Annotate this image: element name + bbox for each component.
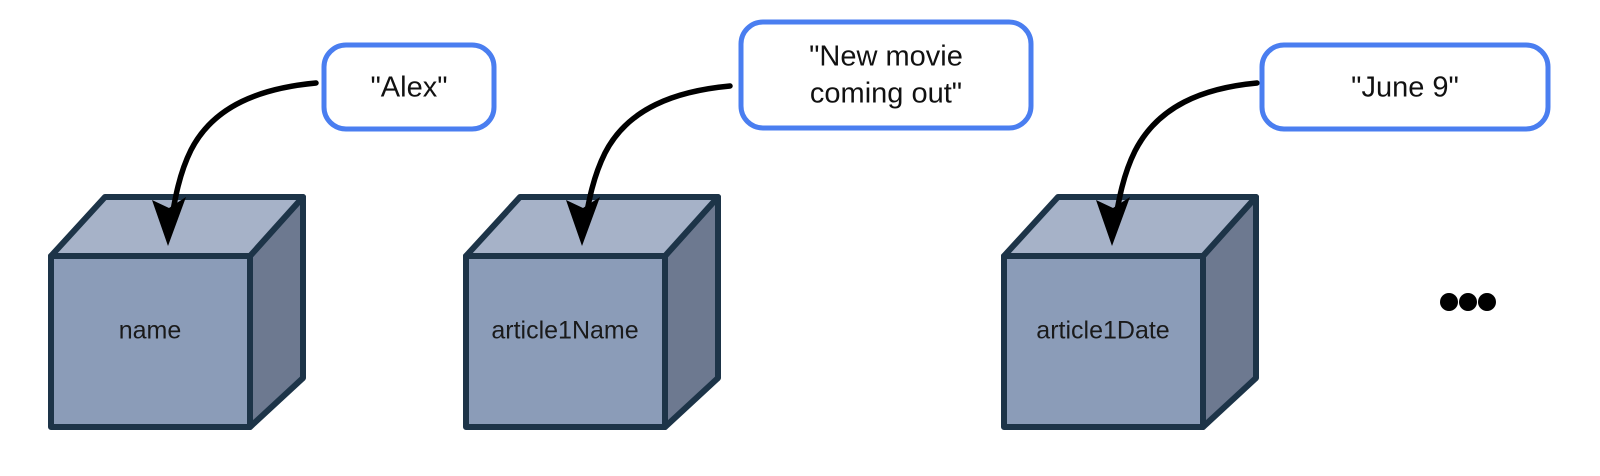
callout-june-9[interactable]: "June 9" — [1259, 42, 1551, 132]
ellipsis-dot-1 — [1440, 293, 1458, 311]
arrow-new-movie-to-article1name — [566, 83, 733, 246]
cube-article1date-label: article1Date — [1036, 317, 1169, 345]
callout-new-movie-line-2: coming out" — [810, 78, 962, 110]
arrow-june9-to-article1date — [1096, 80, 1260, 246]
cube-body — [51, 197, 303, 427]
cube-body — [1004, 197, 1256, 427]
callout-june-9-line-1: "June 9" — [1351, 72, 1459, 104]
arrowhead-icon — [566, 197, 600, 246]
cube-name[interactable]: name — [51, 197, 303, 427]
callout-box — [1259, 42, 1551, 132]
cube-article1name-label: article1Name — [491, 317, 638, 345]
callout-new-movie-line-1: "New movie — [809, 41, 963, 73]
arrowhead-icon — [1096, 197, 1130, 246]
more-indicator — [1440, 293, 1496, 311]
cube-name-label: name — [119, 317, 182, 345]
cube-article1date[interactable]: article1Date — [1004, 197, 1256, 427]
arrow-curve — [167, 80, 319, 231]
callout-new-movie[interactable]: "New movie coming out" — [738, 19, 1034, 131]
callout-box — [738, 19, 1034, 131]
cube-article1name[interactable]: article1Name — [466, 197, 718, 427]
ellipsis-dot-2 — [1459, 293, 1477, 311]
cube-body — [466, 197, 718, 427]
arrow-curve — [581, 83, 733, 231]
arrowhead-icon — [152, 197, 186, 246]
callout-box — [321, 42, 497, 132]
arrow-alex-to-name — [152, 80, 319, 246]
ellipsis-dot-3 — [1478, 293, 1496, 311]
callout-alex-line-1: "Alex" — [370, 72, 447, 104]
arrow-curve — [1111, 80, 1260, 231]
callout-alex[interactable]: "Alex" — [321, 42, 497, 132]
